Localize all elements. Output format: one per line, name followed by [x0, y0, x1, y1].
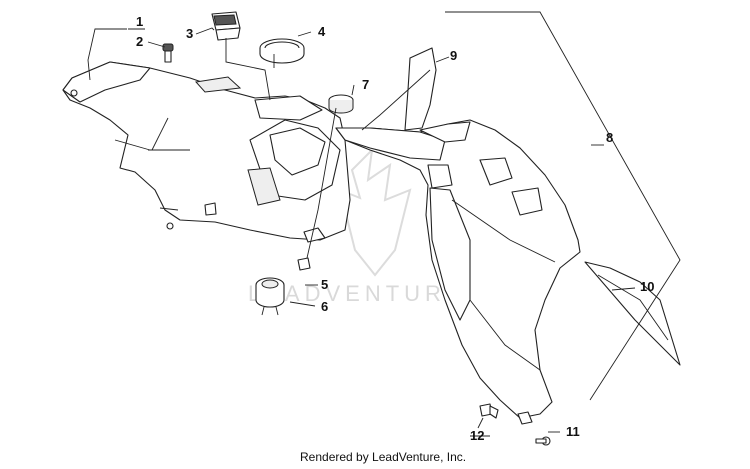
assembly-bracket-8 — [445, 11, 681, 401]
clip-nut-part — [479, 403, 499, 419]
side-body-panel-part — [335, 119, 581, 425]
dash-panel-part — [62, 61, 351, 243]
callout-labels: 1 2 3 4 7 9 8 10 5 6 11 12 — [136, 14, 654, 443]
screw-part — [162, 43, 174, 63]
callout-8: 8 — [606, 130, 613, 145]
leader-lines — [87, 27, 636, 437]
callout-1: 1 — [136, 14, 143, 29]
mount-hole-icon — [70, 89, 78, 97]
callout-2: 2 — [136, 34, 143, 49]
fastener-screw-part — [535, 436, 551, 446]
clip-part — [297, 257, 311, 271]
callout-4: 4 — [318, 24, 326, 39]
callout-9: 9 — [450, 48, 457, 63]
cap-plug-part — [328, 94, 354, 114]
rocker-switch-part — [211, 11, 241, 41]
ignition-switch-part — [255, 277, 285, 316]
callout-3: 3 — [186, 26, 193, 41]
callout-6: 6 — [321, 299, 328, 314]
callout-5: 5 — [321, 277, 328, 292]
callout-7: 7 — [362, 77, 369, 92]
callout-12: 12 — [470, 428, 484, 443]
leadventure-logo-icon — [338, 147, 412, 277]
callout-10: 10 — [640, 279, 654, 294]
footer-credit: Rendered by LeadVenture, Inc. — [300, 450, 466, 464]
gauge-ring-part — [259, 38, 305, 64]
callout-11: 11 — [566, 424, 580, 439]
decal-panel-part — [584, 261, 681, 366]
mount-hole-icon — [166, 222, 174, 230]
side-panel-fin-part — [404, 47, 437, 131]
